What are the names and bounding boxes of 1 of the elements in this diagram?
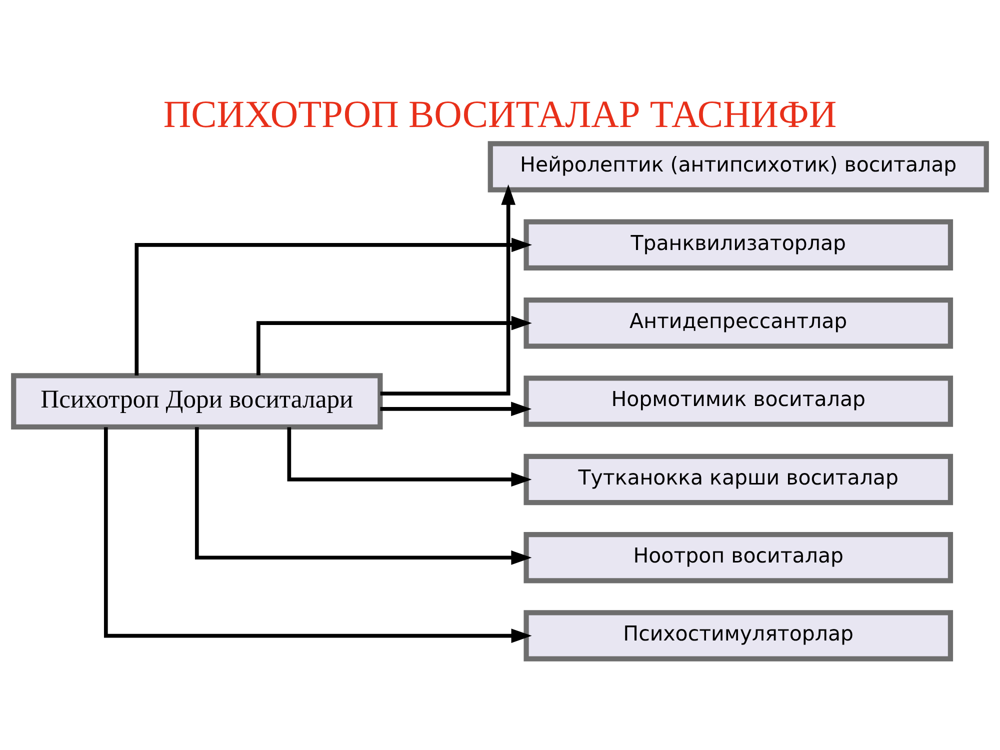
diagram-title: ПСИХОТРОП ВОСИТАЛАР ТАСНИФИ [163, 94, 837, 136]
